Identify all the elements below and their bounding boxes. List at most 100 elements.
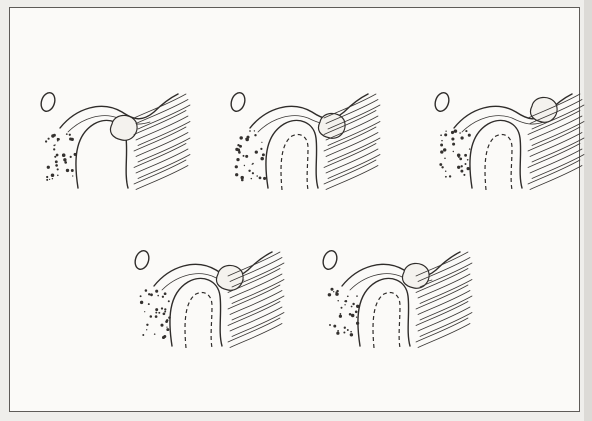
stipple-dot xyxy=(49,179,50,180)
stipple-dot xyxy=(453,151,454,152)
stipple-dot xyxy=(467,167,470,170)
stipple-dot xyxy=(468,134,471,137)
bone-stipple xyxy=(45,133,77,181)
stipple-dot xyxy=(457,166,460,169)
stipple-dot xyxy=(262,153,265,156)
stipple-dot xyxy=(352,303,354,305)
stipple-dot xyxy=(53,145,55,147)
stipple-dot xyxy=(150,293,153,296)
stipple-dot xyxy=(356,295,358,297)
stipple-dot xyxy=(260,157,264,161)
stipple-dot xyxy=(445,176,447,178)
oval-landmark xyxy=(229,91,247,113)
oval-landmark xyxy=(433,91,451,113)
stipple-dot xyxy=(163,312,166,315)
stipple-dot xyxy=(54,156,56,158)
stipple-dot xyxy=(236,158,239,161)
hatch-line xyxy=(530,166,582,190)
stipple-dot xyxy=(356,305,359,308)
stipple-dot xyxy=(356,322,359,325)
stipple-dot xyxy=(148,303,150,305)
condyle-previous-position xyxy=(373,293,400,349)
stipple-dot xyxy=(53,148,55,150)
stipple-dot xyxy=(347,295,349,297)
stipple-dot xyxy=(343,331,345,333)
oval-landmark xyxy=(133,249,151,271)
stipple-dot xyxy=(460,136,463,139)
hatch-line xyxy=(416,318,468,342)
stipple-dot xyxy=(57,140,59,142)
stipple-dot xyxy=(166,328,169,331)
stipple-dot xyxy=(449,175,451,177)
stipple-dot xyxy=(154,333,156,335)
hatch-line xyxy=(228,318,280,342)
stipple-dot xyxy=(142,334,144,336)
joint-panel-5 xyxy=(321,249,472,348)
stipple-dot xyxy=(62,153,66,157)
stipple-dot xyxy=(451,131,454,134)
stipple-dot xyxy=(162,296,164,298)
stipple-dot xyxy=(166,326,167,327)
stipple-dot xyxy=(46,179,48,181)
stipple-dot xyxy=(161,307,163,309)
stipple-dot xyxy=(243,155,245,157)
stipple-dot xyxy=(333,291,334,292)
stipple-dot xyxy=(459,158,462,161)
stipple-dot xyxy=(461,165,463,167)
condyle-outline xyxy=(170,278,222,346)
stipple-dot xyxy=(168,300,170,302)
bone-stipple xyxy=(439,129,470,177)
hatch-line xyxy=(136,166,188,190)
articular-disc xyxy=(110,115,137,140)
stipple-dot xyxy=(164,292,167,295)
stipple-dot xyxy=(64,161,67,164)
stipple-dot xyxy=(465,163,467,165)
stipple-dot xyxy=(263,177,266,180)
stipple-dot xyxy=(52,178,53,179)
stipple-dot xyxy=(165,320,168,323)
stipple-dot xyxy=(55,164,58,167)
stipple-dot xyxy=(51,174,55,178)
stipple-dot xyxy=(350,331,352,333)
stipple-dot xyxy=(454,129,458,133)
stipple-dot xyxy=(445,170,446,171)
stipple-dot xyxy=(341,307,343,309)
stipple-dot xyxy=(463,174,465,176)
condyle-previous-position xyxy=(485,135,512,191)
stipple-dot xyxy=(66,133,68,135)
stipple-dot xyxy=(63,158,66,161)
stipple-dot xyxy=(157,295,159,297)
stipple-dot xyxy=(336,332,339,335)
stipple-dot xyxy=(155,308,158,311)
oval-landmark xyxy=(39,91,57,113)
stipple-dot xyxy=(235,165,238,168)
stipple-dot xyxy=(148,293,150,295)
stipple-dot xyxy=(355,311,358,314)
stipple-dot xyxy=(464,154,467,157)
hatch-line xyxy=(138,155,190,179)
stipple-dot xyxy=(259,177,262,180)
oval-landmark xyxy=(321,249,339,271)
stipple-dot xyxy=(465,130,467,132)
condyle-previous-position xyxy=(281,135,308,191)
stipple-dot xyxy=(451,137,454,140)
joint-panel-2 xyxy=(229,91,380,190)
hatch-line xyxy=(230,324,282,348)
stipple-dot xyxy=(440,150,443,153)
stipple-dot xyxy=(452,143,455,146)
joint-panel-4 xyxy=(133,249,284,348)
stipple-dot xyxy=(241,179,244,182)
stipple-dot xyxy=(336,290,338,292)
stipple-dot xyxy=(328,293,331,296)
stipple-dot xyxy=(140,301,143,304)
stipple-dot xyxy=(66,169,69,172)
stipple-dot xyxy=(251,178,252,179)
muscle-hatching xyxy=(324,94,380,190)
stipple-dot xyxy=(140,295,142,297)
hatch-line xyxy=(528,160,580,184)
stipple-dot xyxy=(350,333,353,336)
stipple-dot xyxy=(444,158,446,160)
stipple-dot xyxy=(457,154,461,158)
